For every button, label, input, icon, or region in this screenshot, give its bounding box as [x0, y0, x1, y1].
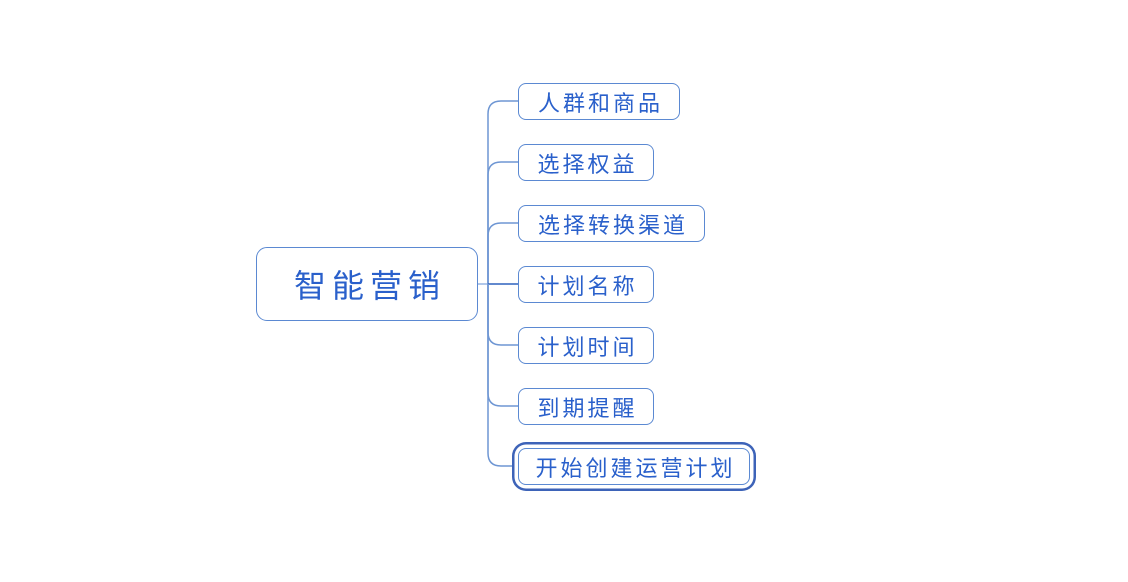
- connector-branch-7: [487, 284, 512, 467]
- connector-branch-1: [487, 100, 518, 284]
- connector-branch-5: [487, 284, 518, 346]
- node-root-smart-marketing[interactable]: 智能营销: [256, 247, 478, 321]
- node-plan-name[interactable]: 计划名称: [518, 266, 654, 303]
- node-plan-time[interactable]: 计划时间: [518, 327, 654, 364]
- connector-branch-2: [487, 161, 518, 284]
- node-expiry-reminder[interactable]: 到期提醒: [518, 388, 654, 425]
- connector-branch-3: [487, 222, 518, 284]
- connector-branch-6: [487, 284, 518, 407]
- node-select-benefits[interactable]: 选择权益: [518, 144, 654, 181]
- node-select-conversion-channel[interactable]: 选择转换渠道: [518, 205, 705, 242]
- node-audience-and-products[interactable]: 人群和商品: [518, 83, 680, 120]
- node-start-create-operation-plan[interactable]: 开始创建运营计划: [518, 448, 750, 485]
